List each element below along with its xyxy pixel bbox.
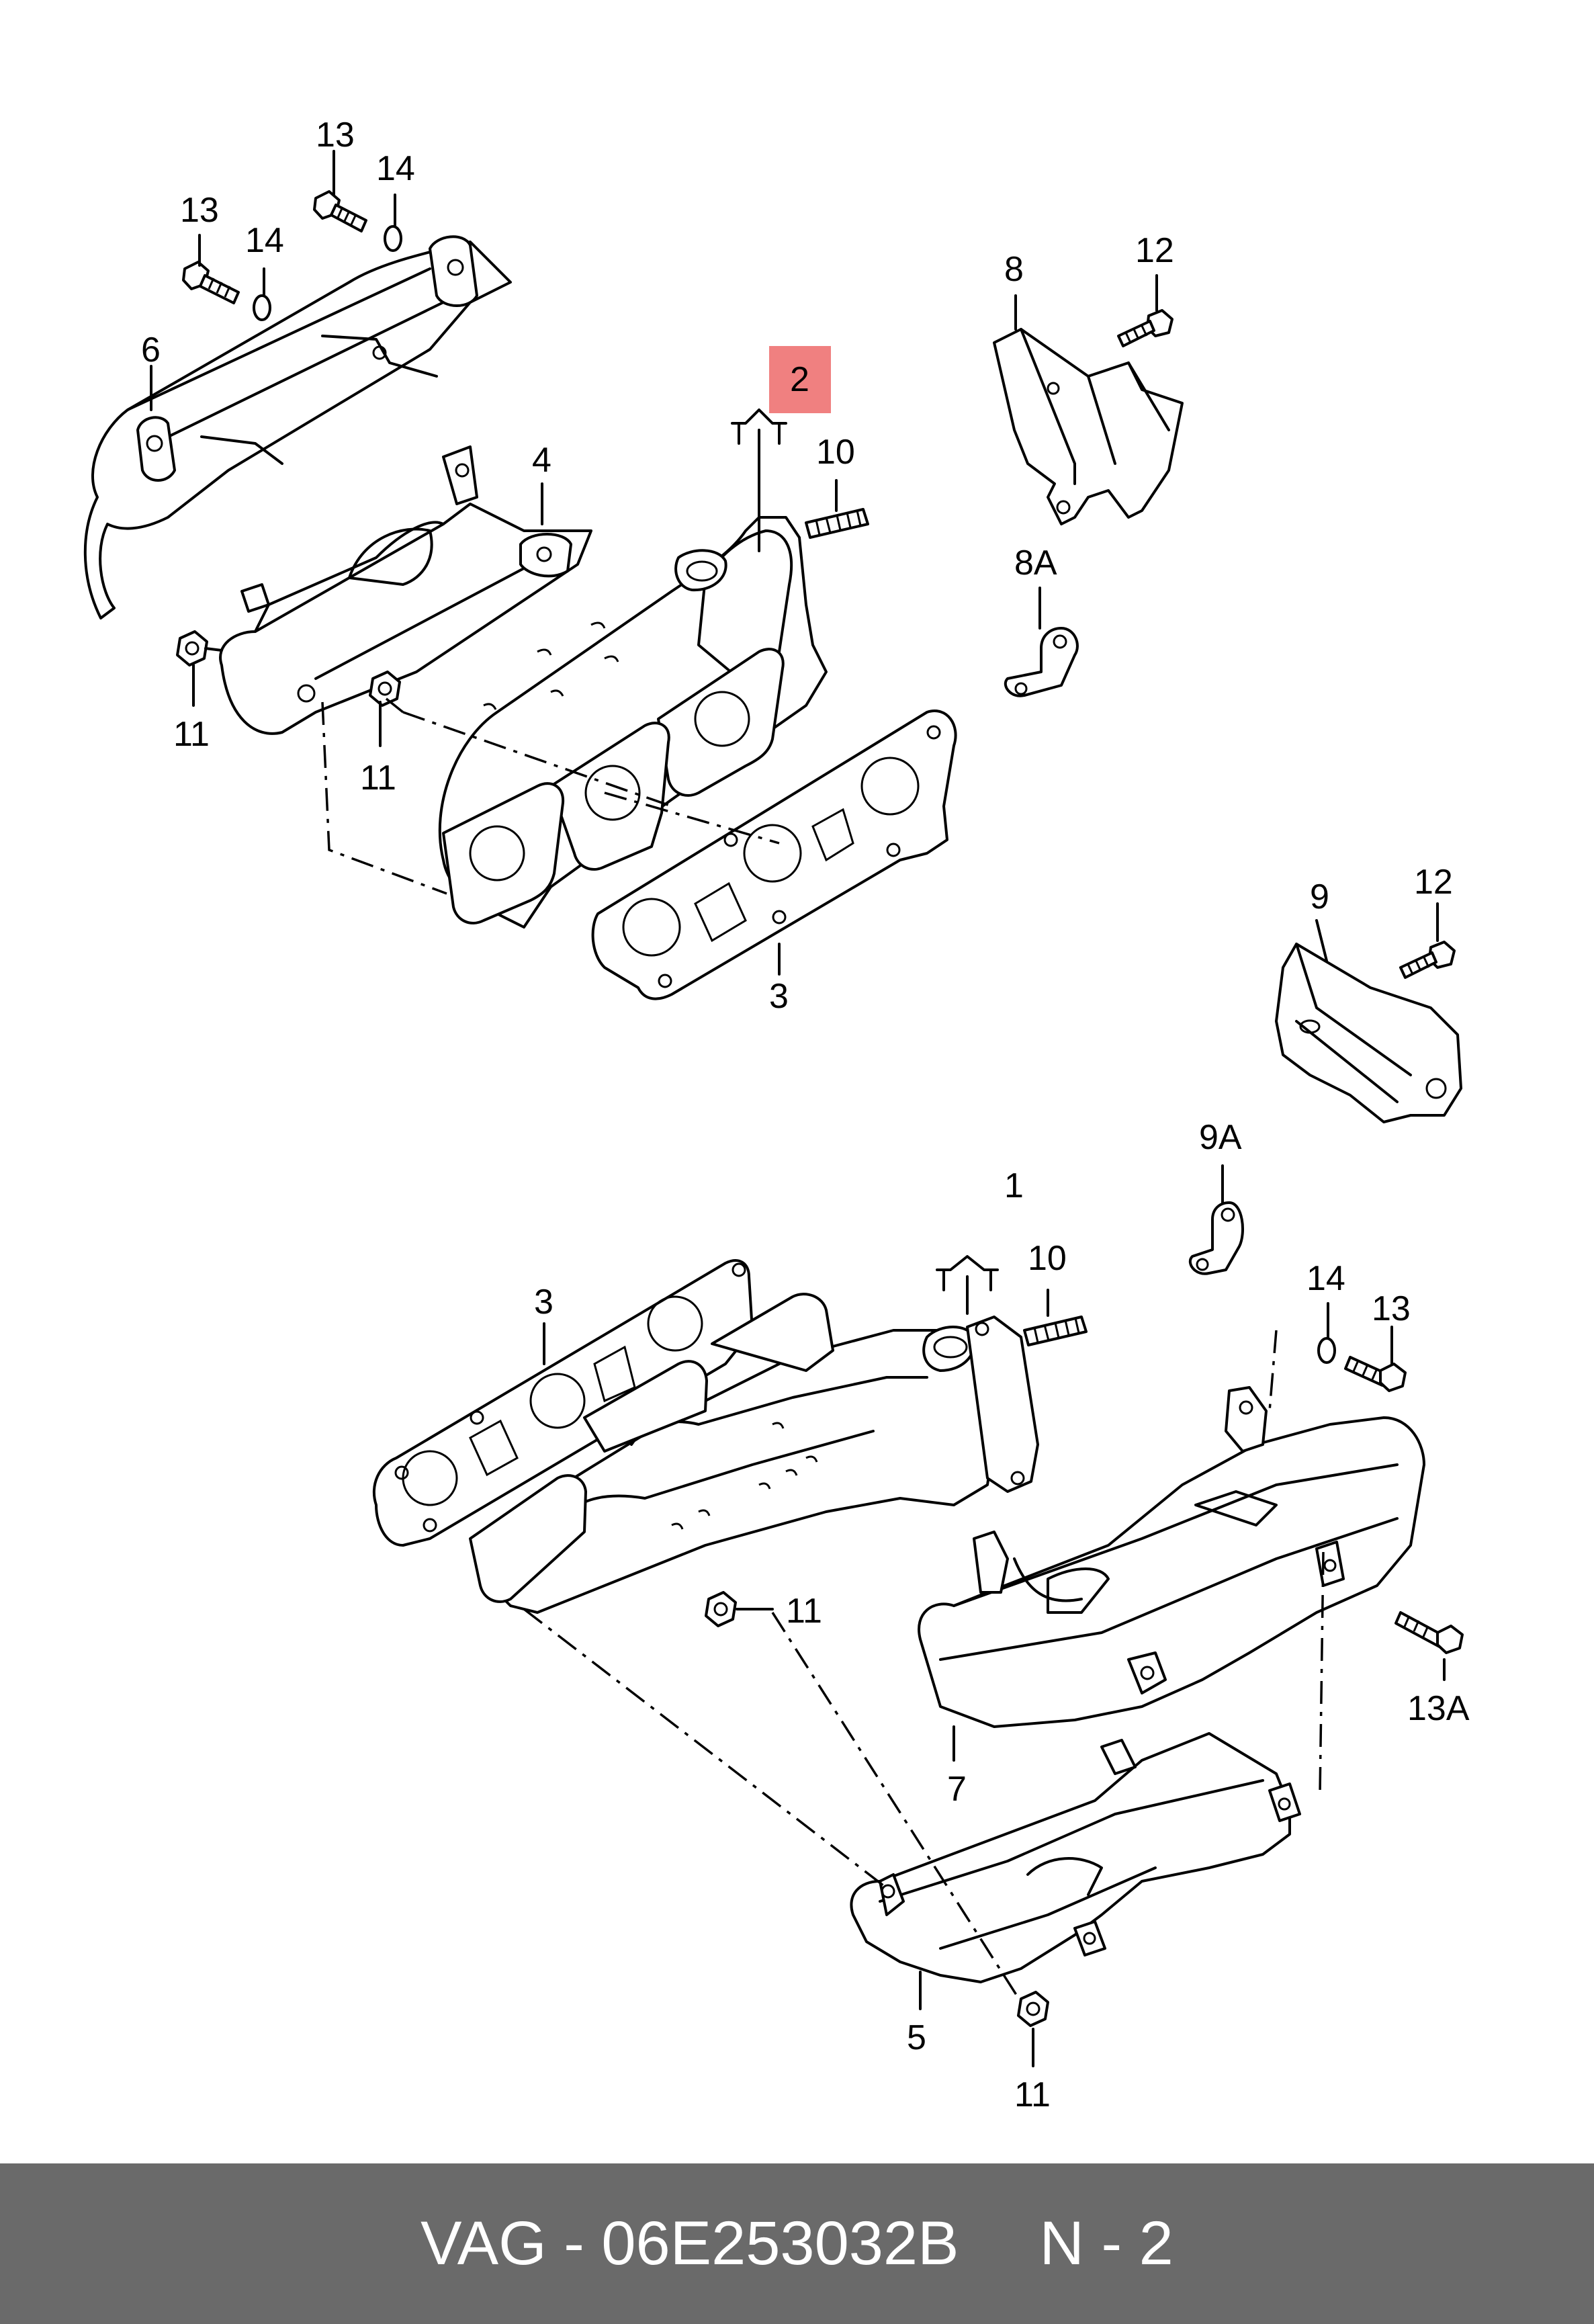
gasket-3-lower [372,1259,754,1547]
nut-11-upper-mid [369,671,401,707]
callout-10-upper: 10 [816,433,855,472]
callout-2-highlight [769,346,831,413]
exhaust-manifold-2 [438,516,828,929]
callout-2: 2 [790,360,809,399]
callout-14-lower: 14 [1307,1259,1345,1298]
heat-shield-9 [1275,943,1462,1123]
callout-7: 7 [947,1770,967,1809]
heat-shield-6 [83,235,512,619]
callout-13-second: 13 [180,191,219,230]
exhaust-manifold-1 [469,1293,1039,1614]
heat-shield-4 [219,445,592,735]
callout-1: 1 [1004,1166,1024,1205]
heat-shield-8 [993,328,1184,525]
callout-11-bottom: 11 [1014,2075,1051,2114]
callout-11-upper-left: 11 [173,715,210,754]
bolt-13-upper-a [313,190,367,232]
washer-14-lower [1317,1337,1336,1364]
stud-10-lower [1023,1316,1088,1346]
callout-9a: 9A [1199,1118,1242,1157]
heat-shield-7 [918,1386,1425,1728]
callout-8: 8 [1004,250,1024,289]
gasket-3-upper [591,709,957,1000]
callout-6: 6 [141,331,161,370]
callout-12-upper: 12 [1135,231,1174,270]
callout-13-top: 13 [316,116,355,155]
dashed-center-lines [321,697,1325,2003]
bracket-8a [1004,627,1079,697]
callout-3-lower: 3 [534,1283,554,1322]
bolt-13-upper-b [182,261,240,304]
leader-lines [150,150,1446,2067]
callout-13a: 13A [1407,1689,1470,1728]
bolt-12-upper [1117,309,1174,347]
bolt-12-lower [1399,941,1456,979]
bolt-13-lower [1344,1356,1407,1392]
callout-8a: 8A [1014,544,1057,583]
callout-10-lower: 10 [1028,1239,1067,1278]
bracket-9a [1188,1201,1244,1275]
callout-14-top: 14 [376,149,415,188]
callout-9: 9 [1310,877,1329,916]
callout-5: 5 [907,2018,926,2057]
washer-14-upper-a [384,225,402,252]
bolt-13a [1394,1611,1464,1654]
stud-10-upper [805,508,869,539]
callout-13-lower: 13 [1372,1289,1411,1328]
callout-14-second: 14 [245,221,284,260]
page-number-text: N - 2 [1039,2209,1174,2278]
heat-shield-5 [850,1732,1301,1983]
callout-12-lower: 12 [1414,863,1453,902]
washer-14-upper-b [253,294,271,321]
exploded-parts-diagram: 13 14 13 14 6 4 2 10 8 12 8A 11 11 3 9 1… [83,116,1470,2114]
nut-11-bottom [1017,1991,1049,2027]
callout-3-upper: 3 [769,977,789,1016]
callout-11-upper-mid: 11 [360,759,396,798]
callout-4: 4 [532,441,551,480]
part-number-footer: VAG - 06E253032B N - 2 [0,2163,1594,2324]
nut-11-lower-mid [705,1591,737,1627]
part-number-text: VAG - 06E253032B [420,2209,959,2278]
nut-11-upper-left [176,630,223,666]
callout-11-lower-mid: 11 [786,1592,822,1631]
